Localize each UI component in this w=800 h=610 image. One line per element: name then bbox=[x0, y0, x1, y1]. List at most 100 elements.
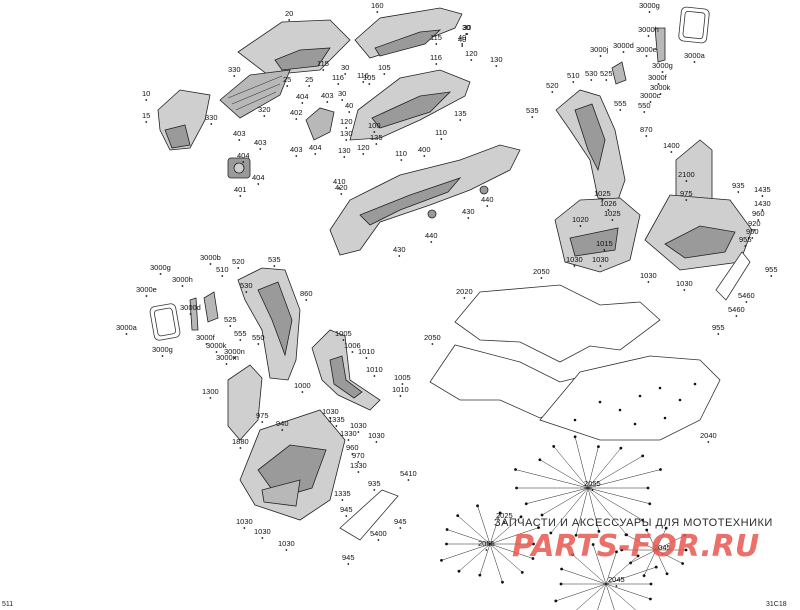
part-callout-label: 30 bbox=[463, 23, 471, 32]
part-callout-label: 430 bbox=[393, 245, 406, 254]
door-1300 bbox=[227, 364, 263, 441]
part-callout-label: 30 bbox=[341, 63, 349, 72]
part-callout-label: 2045 bbox=[654, 543, 671, 552]
part-callout-label: 3000d bbox=[613, 41, 634, 50]
fastener-leader bbox=[489, 543, 503, 583]
part-callout-label: 1006 bbox=[344, 341, 361, 350]
fastener-point bbox=[445, 528, 449, 531]
callout-leader-dot bbox=[362, 81, 365, 83]
callout-leader-dot bbox=[605, 79, 608, 81]
fastener-point bbox=[597, 529, 601, 533]
callout-leader-dot bbox=[607, 209, 610, 211]
callout-leader-dot bbox=[362, 153, 365, 155]
fastener-point bbox=[659, 468, 662, 471]
part-callout-label: 945 bbox=[394, 517, 407, 526]
part-callout-label: 1335 bbox=[328, 415, 345, 424]
callout-leader-dot bbox=[407, 479, 410, 481]
fastener-point bbox=[649, 597, 652, 601]
part-callout-label: 935 bbox=[368, 479, 381, 488]
part-callout-label: 950 bbox=[746, 227, 759, 236]
part-callout-label: 2025 bbox=[496, 511, 513, 520]
fastener-point bbox=[532, 542, 535, 546]
callout-leader-dot bbox=[337, 83, 340, 85]
hood-panel-20 bbox=[237, 19, 351, 76]
part-callout-label: 1015 bbox=[596, 239, 613, 248]
fastener-leader bbox=[587, 455, 643, 489]
callout-leader-dot bbox=[357, 431, 360, 433]
part-callout-label: 135 bbox=[454, 109, 467, 118]
fastener-leader bbox=[572, 554, 607, 585]
callout-leader-dot bbox=[145, 121, 148, 123]
fastener-point bbox=[476, 504, 479, 508]
mirror-3000a bbox=[678, 6, 710, 44]
fastener-leader bbox=[587, 487, 643, 521]
fastener-leader bbox=[655, 535, 686, 551]
part-callout-label: 955 bbox=[712, 323, 725, 332]
callout-leader-dot bbox=[161, 355, 164, 357]
callout-leader-dot bbox=[459, 119, 462, 121]
part-callout-label: 100 bbox=[368, 121, 381, 130]
callout-leader-dot bbox=[308, 85, 311, 87]
fastener-point bbox=[560, 567, 563, 571]
part-callout-label: 3000h bbox=[638, 25, 659, 34]
callout-leader-dot bbox=[485, 549, 488, 551]
fastener-point bbox=[478, 573, 482, 577]
part-callout-label: 1880 bbox=[232, 437, 249, 446]
fastener-leader bbox=[489, 527, 539, 545]
part-callout-label: 510 bbox=[216, 265, 229, 274]
fastener-leader bbox=[646, 529, 657, 551]
part-callout-label: 1025 bbox=[594, 189, 611, 198]
part-callout-label: 945 bbox=[342, 553, 355, 562]
callout-leader-dot bbox=[233, 357, 236, 359]
part-callout-label: 403 bbox=[321, 91, 334, 100]
part-callout-label: 120 bbox=[357, 143, 370, 152]
callout-leader-dot bbox=[322, 69, 325, 71]
fastener-leader bbox=[625, 534, 657, 551]
mirror-bracket-left bbox=[189, 291, 219, 331]
part-callout-label: 3000e bbox=[136, 285, 157, 294]
fastener-point bbox=[591, 543, 595, 546]
fastener-point bbox=[646, 486, 650, 490]
callout-leader-dot bbox=[233, 75, 236, 77]
fastener-leader bbox=[655, 528, 667, 551]
callout-leader-dot bbox=[573, 265, 576, 267]
callout-leader-dot bbox=[463, 297, 466, 299]
fastener-point bbox=[683, 533, 687, 537]
fastener-leader bbox=[592, 544, 607, 585]
part-callout-label: 3000k bbox=[650, 83, 671, 92]
part-callout-label: 15 bbox=[142, 111, 150, 120]
part-callout-label: 1000 bbox=[294, 381, 311, 390]
fastener-leader bbox=[441, 543, 491, 561]
part-callout-label: 404 bbox=[309, 143, 322, 152]
fastener-leader bbox=[597, 583, 607, 610]
callout-leader-dot bbox=[245, 291, 248, 293]
part-callout-label: 530 bbox=[240, 281, 253, 290]
fastener-leader bbox=[605, 583, 615, 610]
callout-leader-dot bbox=[259, 148, 262, 150]
part-callout-label: 116 bbox=[332, 73, 344, 82]
part-callout-label: 115 bbox=[317, 59, 329, 68]
callout-leader-dot bbox=[341, 499, 344, 501]
fastener-leader bbox=[575, 487, 589, 536]
fastener-leader bbox=[553, 446, 589, 489]
fastener-point bbox=[552, 445, 556, 448]
callout-leader-dot bbox=[503, 521, 506, 523]
callout-leader-dot bbox=[377, 539, 380, 541]
part-callout-label: 1330 bbox=[350, 461, 367, 470]
fastener-point bbox=[515, 486, 518, 490]
part-callout-label: 860 bbox=[300, 289, 313, 298]
callout-leader-dot bbox=[467, 217, 470, 219]
part-callout-label: 5460 bbox=[738, 291, 755, 300]
callout-leader-dot bbox=[647, 281, 650, 283]
callout-leader-dot bbox=[461, 43, 464, 45]
part-callout-label: 2055 bbox=[584, 479, 601, 488]
part-callout-label: 5460 bbox=[728, 305, 745, 314]
part-callout-label: 1030 bbox=[640, 271, 657, 280]
fastener-point bbox=[538, 458, 542, 462]
part-callout-label: 420 bbox=[335, 183, 348, 192]
watermark: ЗАПЧАСТИ И АКСЕССУАРЫ ДЛЯ МОТОТЕХНИКИ PA… bbox=[494, 517, 772, 564]
callout-leader-dot bbox=[326, 101, 329, 103]
fastener-leader bbox=[630, 549, 657, 564]
part-callout-label: 403 bbox=[254, 138, 267, 147]
callout-leader-dot bbox=[486, 205, 489, 207]
